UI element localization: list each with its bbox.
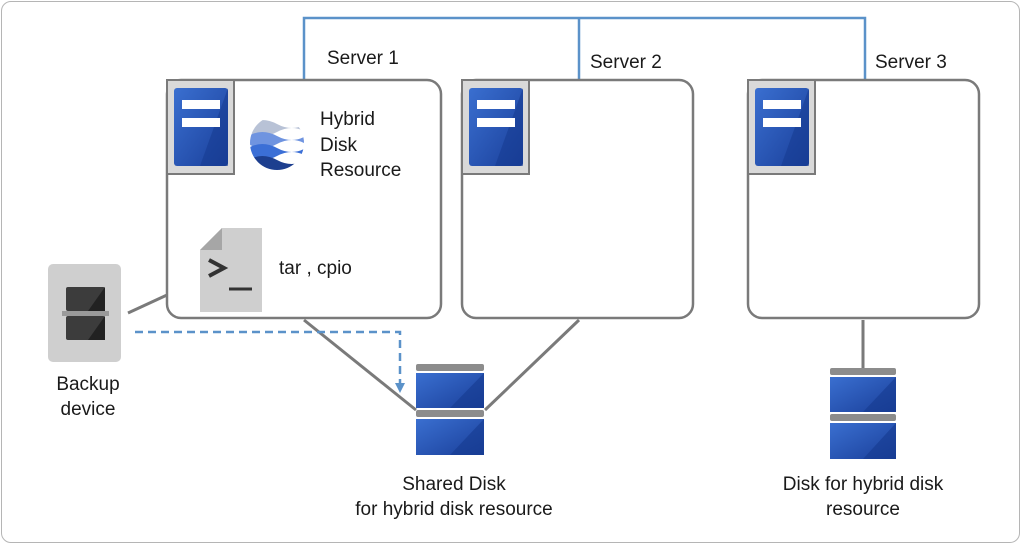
hybrid-disk-label-line2: resource	[826, 499, 900, 520]
script-file-icon	[200, 228, 262, 312]
hybrid-disk-resource-icon	[250, 116, 304, 170]
hybrid-disk-label-line1: Disk for hybrid disk	[782, 474, 944, 495]
server-3-label: Server 3	[875, 52, 947, 73]
server-3-icon	[747, 79, 816, 175]
backup-device-label-line1: Backup	[56, 374, 120, 395]
backup-device-label-line2: device	[60, 399, 116, 420]
server-1-label: Server 1	[327, 48, 399, 69]
backup-device-icon	[48, 264, 121, 362]
shared-disk-label-line2: for hybrid disk resource	[355, 499, 553, 520]
hybrid-disk-icon	[830, 368, 896, 459]
shared-disk-label-line1: Shared Disk	[402, 474, 506, 495]
network-lines	[302, 16, 867, 80]
hybrid-disk-resource-label-line3: Resource	[320, 160, 402, 181]
hybrid-disk-resource-label-line1: Hybrid	[320, 109, 375, 130]
hybrid-disk-resource-label-line2: Disk	[320, 135, 357, 156]
backup-arrow	[135, 330, 405, 393]
command-label: tar , cpio	[279, 258, 352, 279]
server-2-label: Server 2	[590, 52, 662, 73]
server-2-icon	[461, 79, 530, 175]
server-1-icon	[166, 79, 235, 175]
shared-disk-icon	[416, 364, 484, 455]
